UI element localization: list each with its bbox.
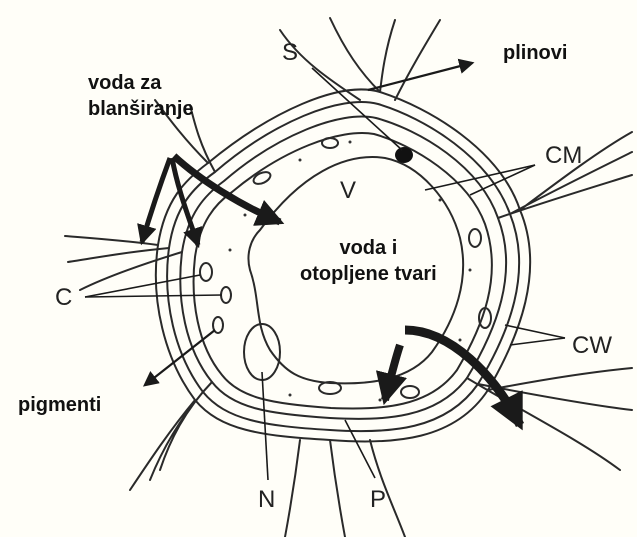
leader-s <box>312 68 402 150</box>
label-cm: CM <box>545 143 582 169</box>
starch-granule <box>395 147 413 163</box>
label-s: S <box>282 40 298 66</box>
label-cw: CW <box>572 333 612 359</box>
wall-bottom <box>285 440 405 537</box>
label-gases: plinovi <box>503 40 567 66</box>
chloroplast <box>322 138 338 148</box>
label-v: V <box>340 178 356 204</box>
label-pigments: pigmenti <box>18 392 101 418</box>
leader-p <box>345 420 375 478</box>
leader-n <box>262 372 268 480</box>
label-blanch-water: voda za blanširanje <box>88 70 194 122</box>
arrow-blanch-1 <box>142 158 170 242</box>
chloroplast <box>200 263 212 281</box>
label-water-solutes: voda i otopljene tvari <box>300 235 437 287</box>
label-n: N <box>258 487 275 513</box>
label-c: C <box>55 285 72 311</box>
label-p: P <box>370 487 386 513</box>
chloroplast <box>401 386 419 398</box>
leader-cw-2 <box>510 338 565 345</box>
leader-c-2 <box>85 295 222 297</box>
leader-cm-2 <box>470 165 535 195</box>
wall-bottom-left <box>130 382 212 490</box>
arrow-curve-small <box>385 345 400 400</box>
chloroplast <box>469 229 481 247</box>
chloroplast <box>252 170 273 187</box>
leader-c-1 <box>85 275 200 297</box>
wall-top <box>280 18 440 100</box>
chloroplast <box>221 287 231 303</box>
arrow-blanch-3 <box>174 156 280 222</box>
